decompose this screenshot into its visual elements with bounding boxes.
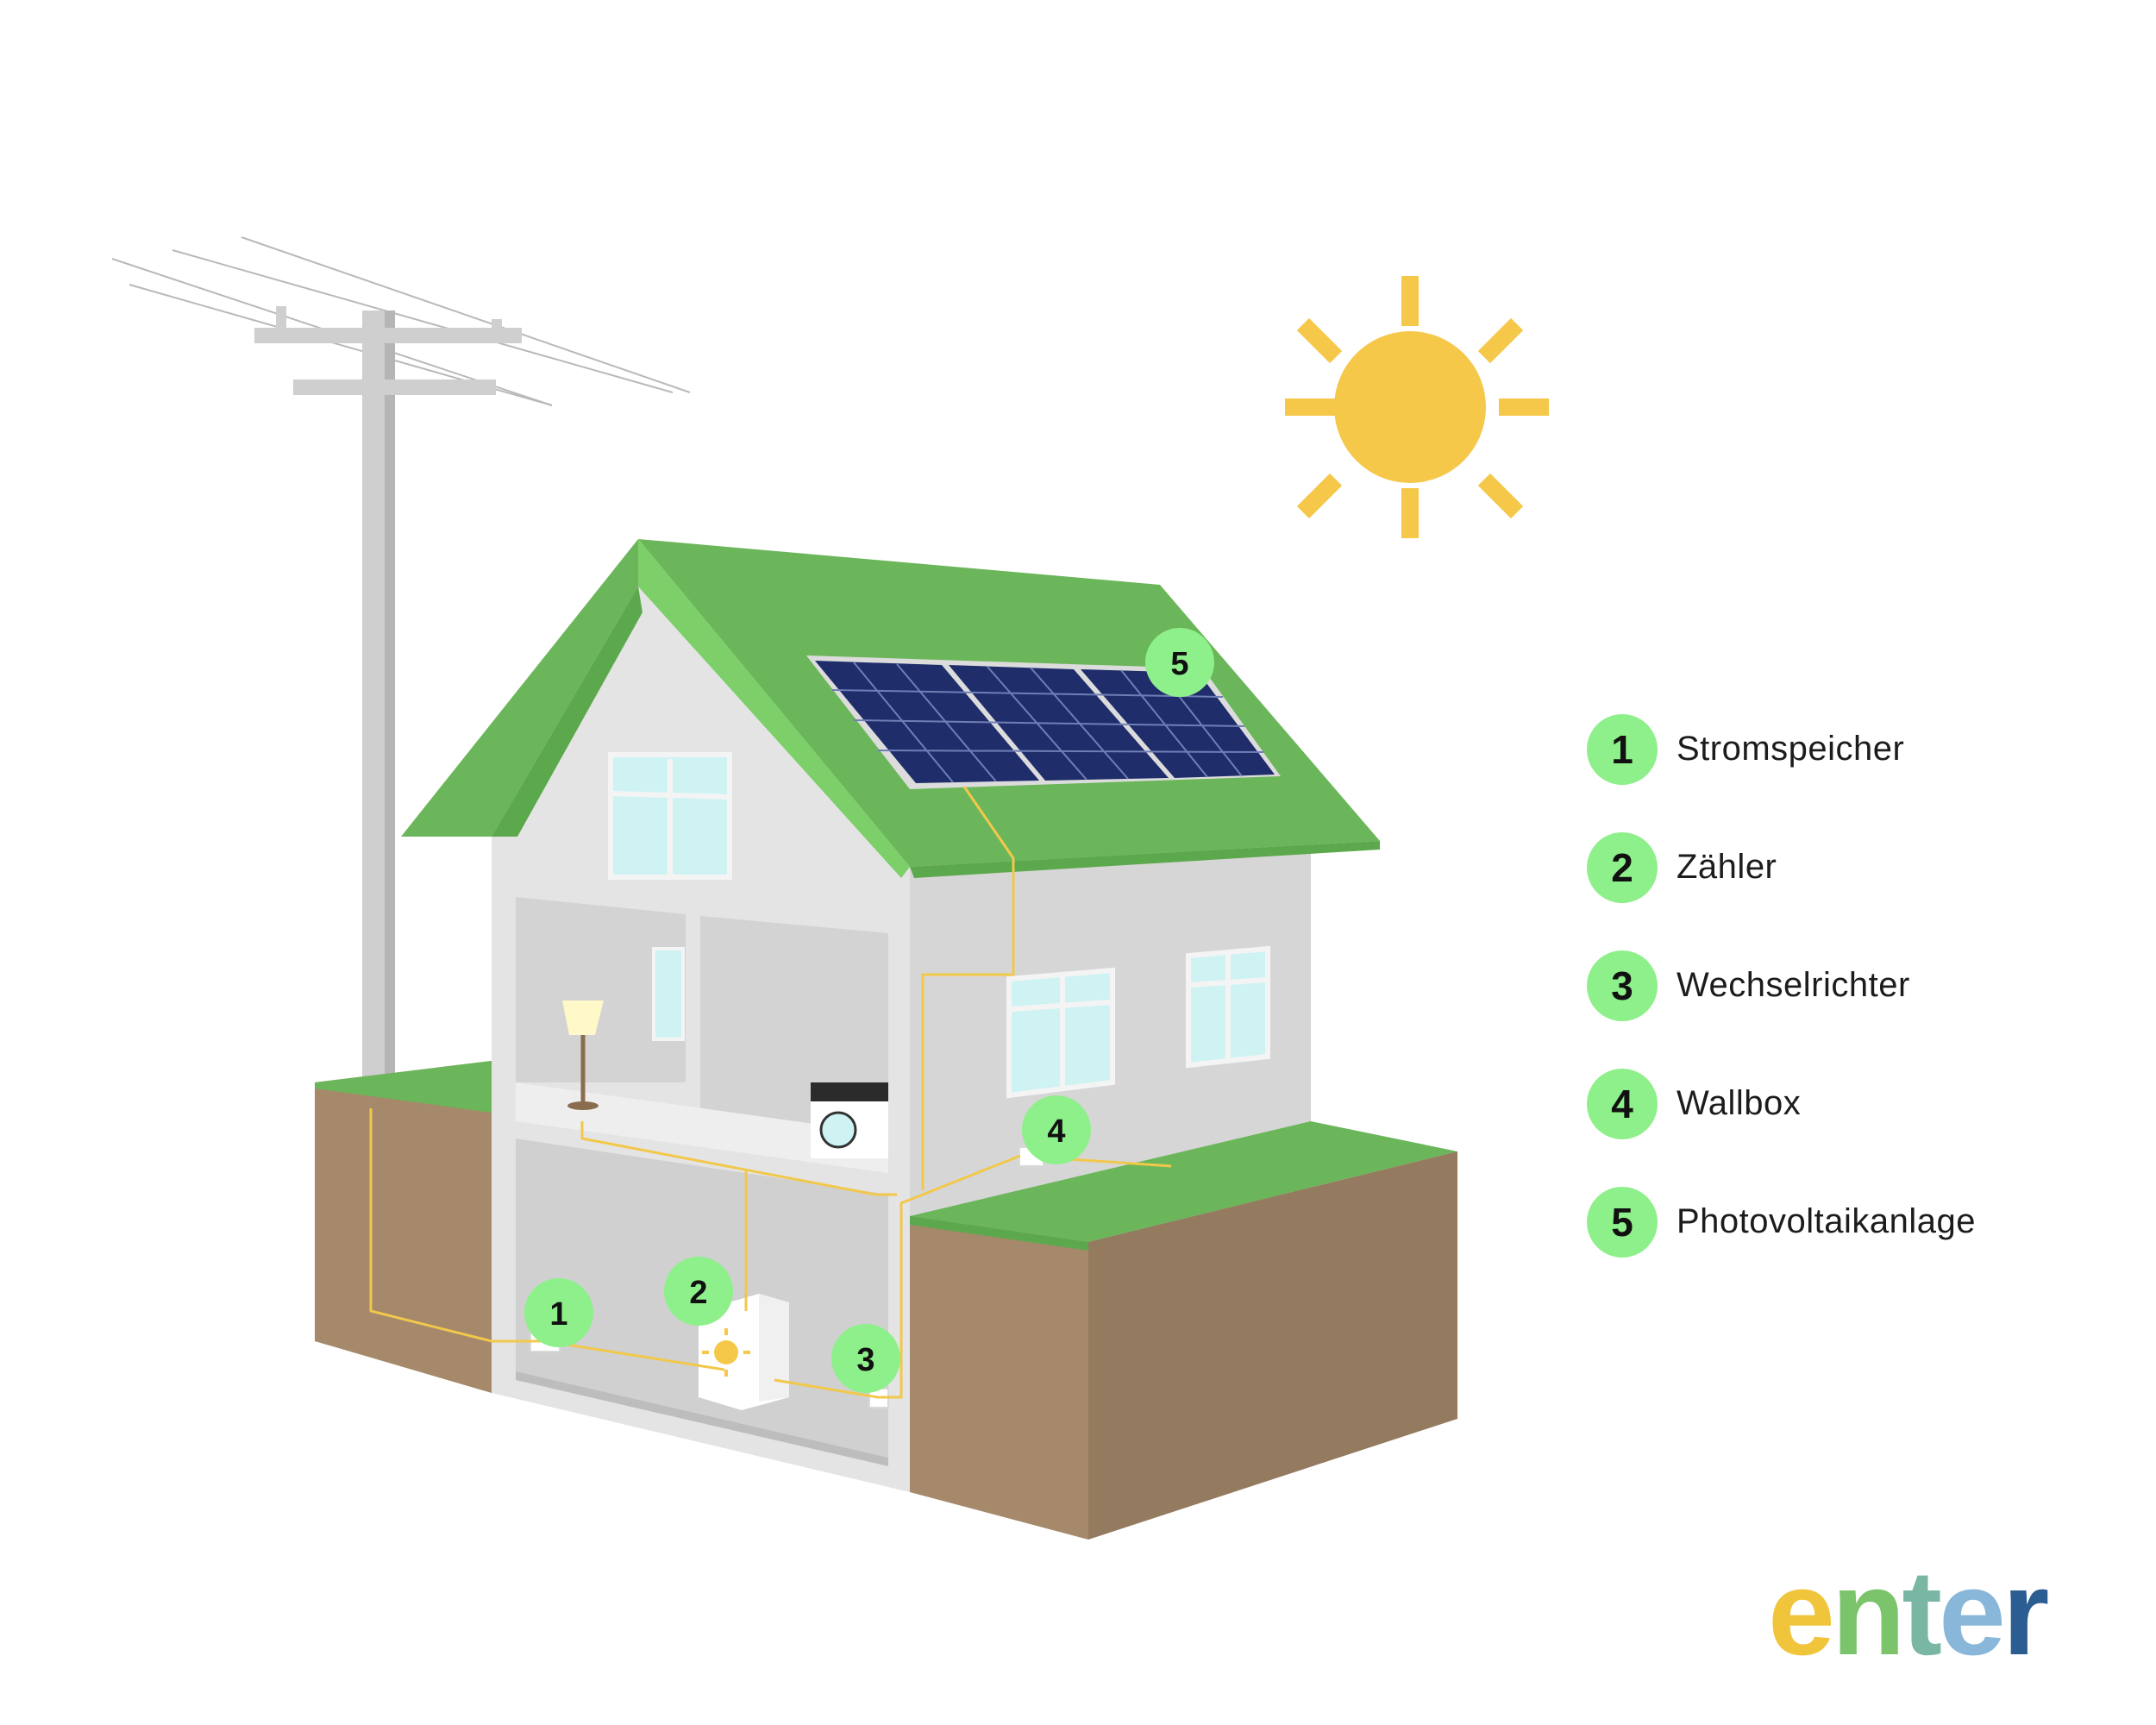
marker-1-label: 1 <box>549 1296 567 1333</box>
utility-pole <box>254 306 522 1113</box>
marker-2-label: 2 <box>689 1275 707 1311</box>
legend-number: 1 <box>1587 713 1658 785</box>
enter-logo: enter <box>1768 1545 2050 1680</box>
ground-left <box>315 1061 492 1393</box>
legend-label: Stromspeicher <box>1677 730 1905 768</box>
legend-number: 3 <box>1587 950 1658 1021</box>
wiring <box>369 786 1172 1399</box>
legend-label: Wechselrichter <box>1677 966 1910 1004</box>
logo-letter: e <box>1768 1545 1835 1680</box>
marker-4: 4 <box>1022 1095 1091 1164</box>
legend-number: 5 <box>1587 1186 1658 1258</box>
sun-icon <box>1285 276 1549 538</box>
legend-label: Zähler <box>1677 848 1777 886</box>
legend-item: 2 Zähler <box>1587 808 2139 926</box>
ground-right <box>910 1121 1457 1540</box>
legend-item: 4 Wallbox <box>1587 1044 2139 1163</box>
legend-label: Photovoltaikanlage <box>1677 1202 1977 1240</box>
marker-1: 1 <box>524 1278 593 1347</box>
logo-letter: n <box>1831 1545 1906 1680</box>
legend-item: 3 Wechselrichter <box>1587 926 2139 1044</box>
legend-item: 5 Photovoltaikanlage <box>1587 1163 2139 1281</box>
logo-letter: r <box>2002 1545 2050 1680</box>
logo-letter: e <box>1939 1545 2006 1680</box>
marker-4-label: 4 <box>1047 1113 1065 1150</box>
legend-item: 1 Stromspeicher <box>1587 690 2139 808</box>
marker-2: 2 <box>664 1257 733 1326</box>
legend-number: 2 <box>1587 831 1658 903</box>
marker-3-label: 3 <box>856 1342 874 1378</box>
marker-3: 3 <box>831 1324 900 1393</box>
legend-label: Wallbox <box>1677 1084 1802 1122</box>
legend: 1 Stromspeicher 2 Zähler 3 Wechselrichte… <box>1587 690 2139 1281</box>
logo-letter: t <box>1902 1545 1942 1680</box>
legend-number: 4 <box>1587 1068 1658 1139</box>
marker-5: 5 <box>1145 628 1214 697</box>
marker-5-label: 5 <box>1170 646 1188 682</box>
